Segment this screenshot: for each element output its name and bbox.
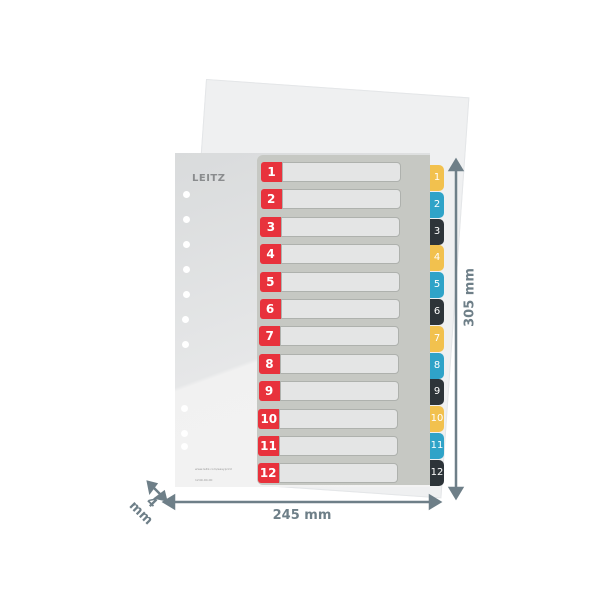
colored-tab: 6 bbox=[430, 299, 444, 325]
divider-number: 12 bbox=[257, 463, 279, 484]
width-label: 245 mm bbox=[272, 508, 332, 523]
website-text: www.leitz.com/easyprint bbox=[195, 467, 232, 471]
divider-label-field bbox=[280, 271, 400, 292]
divider-label-field bbox=[281, 244, 401, 265]
divider-number: 4 bbox=[260, 244, 282, 265]
divider-number: 9 bbox=[258, 381, 280, 402]
divider-row: 11 bbox=[258, 436, 398, 456]
divider-row: 7 bbox=[259, 326, 400, 347]
divider-label-field bbox=[281, 216, 401, 237]
colored-tab: 12 bbox=[430, 459, 444, 486]
divider-number: 7 bbox=[259, 326, 281, 347]
leitz-logo: LEITZ bbox=[192, 173, 226, 184]
divider-row: 1 bbox=[261, 162, 401, 182]
punch-hole bbox=[181, 405, 188, 412]
divider-row: 12 bbox=[257, 463, 398, 484]
colored-tab: 10 bbox=[430, 406, 444, 433]
divider-row: 4 bbox=[260, 244, 401, 265]
punch-hole bbox=[182, 316, 189, 323]
colored-tab: 8 bbox=[430, 352, 444, 379]
punch-hole bbox=[181, 430, 188, 437]
divider-row: 6 bbox=[259, 299, 400, 319]
divider-number: 2 bbox=[260, 189, 282, 210]
divider-label-field bbox=[280, 326, 400, 347]
arrow-head-left bbox=[161, 493, 176, 511]
divider-label-field bbox=[279, 353, 399, 374]
colored-tab: 1 bbox=[430, 165, 444, 191]
punch-hole bbox=[183, 291, 190, 298]
divider-number: 5 bbox=[259, 271, 281, 292]
arrow-head-up bbox=[447, 157, 465, 172]
punch-hole bbox=[182, 341, 189, 348]
divider-number: 11 bbox=[258, 436, 279, 456]
height-label: 305 mm bbox=[462, 268, 478, 327]
divider-label-field bbox=[279, 408, 399, 429]
divider-number: 3 bbox=[260, 216, 282, 237]
colored-tab: 2 bbox=[430, 191, 444, 218]
divider-number: 8 bbox=[258, 353, 280, 374]
divider-label-field bbox=[282, 162, 401, 182]
colored-tab: 3 bbox=[430, 218, 444, 245]
divider-row: 5 bbox=[259, 271, 400, 292]
divider-row: 3 bbox=[260, 216, 401, 237]
divider-label-field bbox=[280, 299, 400, 319]
divider-label-field bbox=[279, 381, 399, 402]
divider-label-field bbox=[281, 189, 401, 210]
punch-hole bbox=[183, 266, 190, 273]
divider-row: 10 bbox=[258, 408, 399, 429]
colored-tab: 7 bbox=[430, 325, 444, 352]
punch-hole bbox=[181, 443, 188, 450]
index-panel bbox=[257, 155, 430, 485]
punch-hole bbox=[183, 191, 190, 198]
divider-label-field bbox=[279, 436, 398, 456]
divider-label-field bbox=[278, 463, 398, 484]
divider-row: 9 bbox=[258, 381, 399, 402]
divider-number: 1 bbox=[261, 162, 282, 182]
colored-tab: 4 bbox=[430, 245, 444, 272]
divider-number: 6 bbox=[259, 299, 281, 319]
divider-row: 8 bbox=[258, 353, 399, 374]
colored-tab: 11 bbox=[430, 433, 444, 459]
article-number: 1249-00-00 bbox=[195, 478, 213, 482]
arrow-head-down bbox=[447, 486, 465, 501]
arrow-head-right bbox=[428, 493, 443, 511]
punch-hole bbox=[183, 216, 190, 223]
colored-tab: 9 bbox=[430, 379, 444, 406]
colored-tab: 5 bbox=[430, 272, 444, 299]
punch-hole bbox=[183, 241, 190, 248]
divider-number: 10 bbox=[258, 408, 280, 429]
divider-row: 2 bbox=[260, 189, 401, 210]
